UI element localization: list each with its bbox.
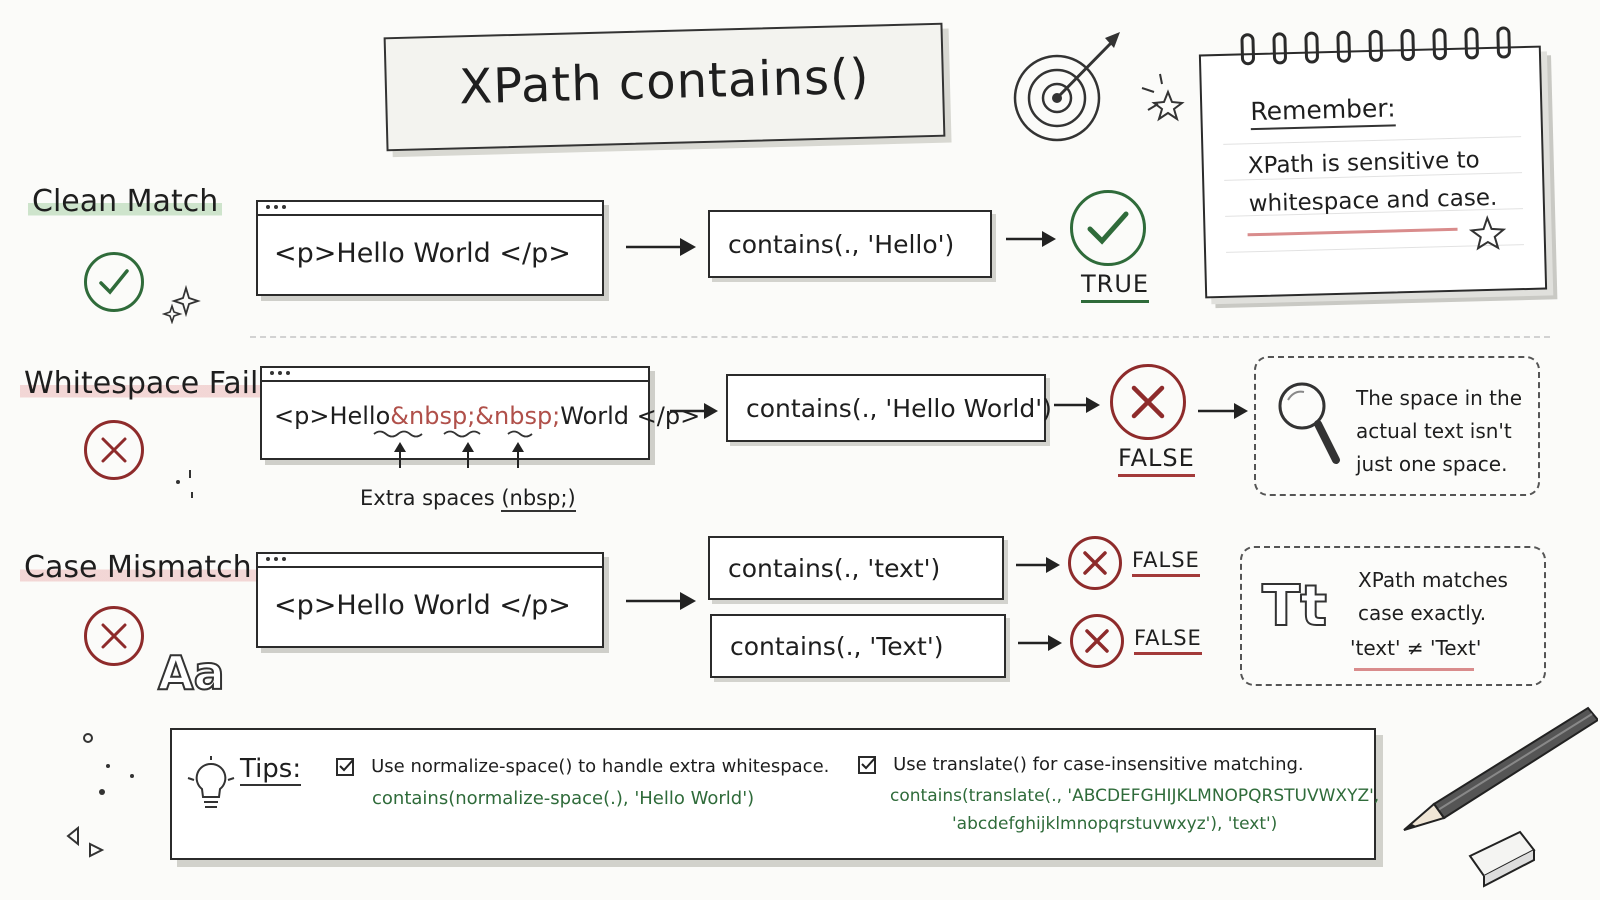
arrow-right-icon bbox=[1054, 397, 1100, 413]
arrow-right-icon bbox=[670, 403, 718, 419]
nbsp-entity: &nbsp;&nbsp; bbox=[390, 402, 561, 430]
tips-panel: Tips: Use normalize-space() to handle ex… bbox=[170, 728, 1380, 860]
title-banner: XPath contains() bbox=[383, 22, 946, 152]
arrow-right-icon bbox=[1016, 557, 1060, 573]
note-line: The space in the bbox=[1356, 386, 1522, 410]
check-circle-icon bbox=[84, 252, 144, 312]
notepad-heading: Remember: bbox=[1249, 93, 1397, 131]
html-snippet-box: <p>Hello World </p> bbox=[256, 552, 604, 648]
x-circle-icon bbox=[1068, 536, 1122, 590]
nbsp-annotation: Extra spaces (nbsp;) bbox=[360, 486, 576, 512]
expression-box: contains(., 'Hello') bbox=[708, 210, 992, 278]
note-line: case exactly. bbox=[1358, 601, 1487, 625]
note-line: XPath matches bbox=[1358, 568, 1508, 592]
pencil-icon bbox=[1403, 706, 1598, 888]
tip-code: contains(normalize-space(.), 'Hello Worl… bbox=[372, 788, 755, 809]
eraser-icon bbox=[1468, 830, 1536, 888]
arrow-right-icon bbox=[626, 238, 696, 256]
note-line: 'text' ≠ 'Text' bbox=[1350, 636, 1482, 660]
lightbulb-icon bbox=[187, 756, 235, 808]
sparkle-icon bbox=[176, 470, 193, 498]
expression-box: contains(., 'Text') bbox=[710, 614, 1006, 678]
tip-code: 'abcdefghijklmnopqrstuvwxyz'), 'text') bbox=[952, 814, 1278, 834]
html-snippet-box: <p>Hello&nbsp;&nbsp;World </p> bbox=[260, 366, 700, 460]
tip-code: contains(translate(., 'ABCDEFGHIJKLMNOPQ… bbox=[890, 786, 1380, 806]
html-snippet-part: <p>Hello bbox=[274, 402, 391, 430]
arrow-right-icon bbox=[1006, 231, 1056, 247]
sparkle-icon bbox=[162, 284, 201, 324]
tips-label: Tips: bbox=[240, 754, 302, 786]
x-circle-icon bbox=[84, 420, 144, 480]
doodle-shapes bbox=[66, 733, 134, 858]
html-snippet: <p>Hello World </p> bbox=[274, 238, 571, 269]
x-circle-icon bbox=[1070, 614, 1124, 668]
notepad: Remember: XPath is sensitive to whitespa… bbox=[1198, 26, 1548, 299]
notepad-underline bbox=[1247, 227, 1458, 237]
whitespace-note: The space in the actual text isn't just … bbox=[1254, 356, 1540, 496]
html-snippet-box: <p>Hello World </p> bbox=[256, 200, 604, 296]
case-note-glyph: Tt bbox=[1261, 573, 1328, 640]
star-icon bbox=[1468, 215, 1507, 251]
result-label: FALSE bbox=[1118, 444, 1195, 477]
row-label-case-mismatch: Case Mismatch bbox=[20, 550, 256, 585]
result-label: TRUE bbox=[1081, 270, 1150, 303]
html-snippet: <p>Hello World </p> bbox=[274, 590, 571, 621]
note-line: actual text isn't bbox=[1356, 419, 1512, 443]
nbsp-annotation-term: (nbsp;) bbox=[501, 486, 576, 512]
note-underline bbox=[1354, 668, 1474, 671]
arrow-right-icon bbox=[626, 592, 696, 610]
target-icon bbox=[1013, 32, 1185, 142]
case-note: Tt XPath matches case exactly. 'text' ≠ … bbox=[1240, 546, 1546, 686]
check-circle-icon bbox=[1070, 190, 1146, 266]
x-circle-icon bbox=[1110, 364, 1186, 440]
tip-item: Use translate() for case-insensitive mat… bbox=[858, 754, 1304, 775]
tip-text: Use translate() for case-insensitive mat… bbox=[893, 754, 1304, 775]
nbsp-squiggle-arrows bbox=[373, 430, 533, 468]
expression-box: contains(., 'text') bbox=[708, 536, 1004, 600]
html-snippet-part: World </p> bbox=[560, 402, 701, 430]
tip-item: Use normalize-space() to handle extra wh… bbox=[336, 756, 829, 777]
row-label-whitespace-fails: Whitespace Fails bbox=[20, 366, 278, 401]
checkbox-icon bbox=[858, 755, 876, 774]
result-label: FALSE bbox=[1132, 548, 1200, 577]
html-snippet: <p>Hello&nbsp;&nbsp;World </p> bbox=[262, 382, 700, 430]
notepad-line: whitespace and case. bbox=[1248, 184, 1498, 218]
page-title: XPath contains() bbox=[458, 48, 871, 116]
checkbox-icon bbox=[336, 757, 354, 776]
arrow-right-icon bbox=[1018, 635, 1062, 651]
result-label: FALSE bbox=[1134, 626, 1202, 655]
row-label-clean-match: Clean Match bbox=[28, 184, 223, 219]
x-circle-icon bbox=[84, 606, 144, 666]
case-glyph: Aa bbox=[157, 645, 226, 701]
expression-box: contains(., 'Hello World') bbox=[726, 374, 1052, 442]
tip-text: Use normalize-space() to handle extra wh… bbox=[371, 756, 830, 777]
arrow-right-icon bbox=[1198, 403, 1248, 419]
note-line: just one space. bbox=[1356, 452, 1508, 476]
magnifier-icon bbox=[1278, 382, 1340, 464]
row-divider bbox=[250, 336, 1550, 338]
